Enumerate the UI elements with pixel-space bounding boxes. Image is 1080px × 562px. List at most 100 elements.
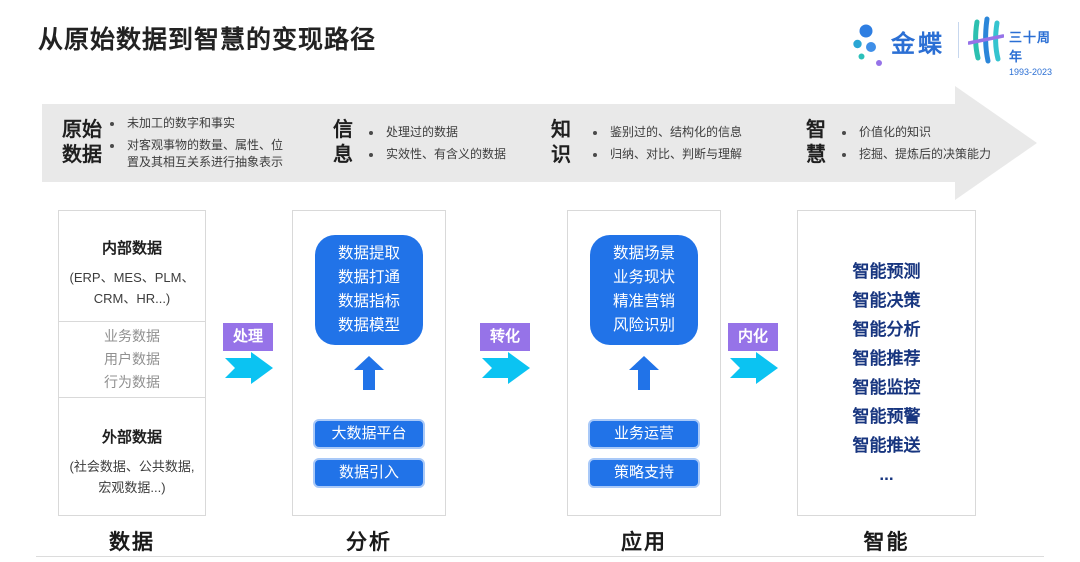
bullet-text: 对客观事物的数量、属性、位置及其相互关系进行抽象表示: [127, 138, 284, 169]
data-import-pill: 数据引入: [313, 458, 425, 488]
analysis-card-line: 数据打通: [337, 269, 400, 286]
external-data-sub: (社会数据、公共数据, 宏观数据...): [69, 459, 195, 495]
arrow-right-icon: [225, 352, 273, 384]
anniversary-text: 三十周年 1993-2023: [1009, 27, 1063, 77]
bullet-item: 处理过的数据: [369, 124, 551, 141]
stage-bullets: 鉴别过的、结构化的信息 归纳、对比、判断与理解: [593, 124, 789, 163]
transform-badge: 转化: [480, 323, 530, 351]
arrow-up-icon: [354, 356, 384, 390]
thirtieth-anniversary-icon: [968, 16, 1004, 64]
intelligence-item: 智能决策: [852, 291, 921, 310]
bullet-dot-icon: [593, 152, 597, 157]
column-label-data: 数据: [109, 531, 155, 554]
intelligence-item: 智能监控: [852, 378, 921, 397]
analysis-card-line: 数据提取: [337, 245, 400, 262]
bullet-item: 对客观事物的数量、属性、位置及其相互关系进行抽象表示: [110, 137, 290, 171]
application-card-line: 风险识别: [612, 317, 675, 334]
bullet-item: 挖掘、提炼后的决策能力: [842, 146, 1018, 163]
bullet-dot-icon: [842, 152, 846, 157]
stage-heading: 智 慧: [806, 118, 826, 168]
arrow-up-icon: [629, 356, 659, 390]
stage-bullets: 未加工的数字和事实 对客观事物的数量、属性、位置及其相互关系进行抽象表示: [110, 115, 290, 171]
logo-divider: [958, 22, 959, 58]
stage-bullets: 价值化的知识 挖掘、提炼后的决策能力: [842, 124, 1018, 163]
bullet-item: 价值化的知识: [842, 124, 1018, 141]
internal-data-sub: (ERP、MES、PLM、CRM、HR...): [69, 270, 195, 306]
application-card-line: 数据场景: [612, 245, 675, 262]
middle-data-item: 业务数据: [104, 328, 160, 344]
arrow-right-icon: [482, 352, 530, 384]
external-data-title: 外部数据: [101, 429, 162, 446]
stage-heading-line: 原始: [62, 119, 102, 141]
column-label-intelligence: 智能: [863, 531, 910, 554]
application-card: 数据场景 业务现状 精准营销 风险识别: [590, 235, 698, 345]
stage-wisdom: 智 慧 价值化的知识 挖掘、提炼后的决策能力: [806, 108, 1018, 178]
stage-bullets: 处理过的数据 实效性、有含义的数据: [369, 124, 551, 163]
bullet-text: 鉴别过的、结构化的信息: [610, 124, 743, 139]
stage-heading-line: 数据: [62, 144, 102, 166]
middle-data-item: 用户数据: [104, 351, 160, 367]
bullet-dot-icon: [842, 130, 846, 135]
stage-heading-line: 识: [551, 144, 571, 166]
stage-information: 信 息 处理过的数据 实效性、有含义的数据: [333, 108, 551, 178]
stage-heading-line: 智: [806, 119, 826, 141]
kingdee-logo: 金蝶 三十周年 1993-2023: [853, 14, 1063, 77]
application-card-line: 精准营销: [612, 293, 675, 310]
application-box: 数据场景 业务现状 精准营销 风险识别 业务运营 策略支持: [567, 210, 721, 516]
middle-data-item: 行为数据: [104, 374, 160, 390]
stage-heading: 原始 数据: [62, 118, 102, 168]
big-data-platform-pill: 大数据平台: [313, 419, 425, 449]
bullet-text: 未加工的数字和事实: [127, 116, 236, 130]
bullet-text: 实效性、有含义的数据: [386, 146, 507, 161]
stage-heading-line: 息: [333, 144, 353, 166]
bullet-dot-icon: [110, 122, 114, 126]
data-sources-box: 内部数据 (ERP、MES、PLM、CRM、HR...) 业务数据 用户数据 行…: [58, 210, 206, 516]
stage-heading-line: 慧: [806, 144, 826, 166]
stage-raw-data: 原始 数据 未加工的数字和事实 对客观事物的数量、属性、位置及其相互关系进行抽象…: [62, 108, 290, 178]
analysis-box: 数据提取 数据打通 数据指标 数据模型 大数据平台 数据引入: [292, 210, 446, 516]
bullet-text: 挖掘、提炼后的决策能力: [859, 146, 992, 161]
stage-knowledge: 知 识 鉴别过的、结构化的信息 归纳、对比、判断与理解: [551, 108, 789, 178]
bullet-text: 归纳、对比、判断与理解: [610, 146, 743, 161]
stage-heading-line: 知: [551, 119, 571, 141]
bullet-dot-icon: [110, 144, 114, 148]
external-data-section: 外部数据 (社会数据、公共数据, 宏观数据...): [59, 398, 205, 513]
process-badge: 处理: [223, 323, 273, 351]
stage-heading: 知 识: [551, 118, 571, 168]
bullet-dot-icon: [593, 130, 597, 135]
banner-arrow-head: [955, 86, 1037, 200]
internalize-badge: 内化: [728, 323, 778, 351]
business-operation-pill: 业务运营: [588, 419, 700, 449]
bullet-item: 鉴别过的、结构化的信息: [593, 124, 789, 141]
arrow-right-icon: [730, 352, 778, 384]
middle-data-section: 业务数据 用户数据 行为数据: [59, 322, 205, 398]
page-title: 从原始数据到智慧的变现路径: [38, 26, 377, 54]
internal-data-title: 内部数据: [101, 240, 162, 257]
stage-heading-line: 信: [333, 119, 353, 141]
analysis-card-line: 数据模型: [337, 317, 400, 334]
strategy-support-pill: 策略支持: [588, 458, 700, 488]
brand-name: 金蝶: [891, 31, 945, 58]
stage-heading: 信 息: [333, 118, 353, 168]
bullet-text: 处理过的数据: [386, 124, 459, 139]
analysis-card: 数据提取 数据打通 数据指标 数据模型: [315, 235, 423, 345]
intelligence-item: 智能分析: [852, 320, 921, 339]
bullet-dot-icon: [369, 130, 373, 135]
analysis-card-line: 数据指标: [337, 293, 400, 310]
bullet-item: 实效性、有含义的数据: [369, 146, 551, 163]
intelligence-item: 智能预测: [852, 262, 921, 281]
anniversary-years: 1993-2023: [1009, 67, 1053, 77]
internal-data-section: 内部数据 (ERP、MES、PLM、CRM、HR...): [59, 211, 205, 322]
anniversary-label: 三十周年: [1009, 30, 1052, 64]
intelligence-item: 智能推送: [852, 436, 921, 455]
banner-arrow-body: [42, 104, 955, 182]
bullet-item: 未加工的数字和事实: [110, 115, 290, 132]
column-label-analysis: 分析: [346, 531, 392, 554]
bullet-text: 价值化的知识: [859, 124, 932, 139]
intelligence-item-ellipsis: ...: [879, 465, 894, 484]
kingdee-dots-icon: [853, 24, 882, 66]
intelligence-box: 智能预测 智能决策 智能分析 智能推荐 智能监控 智能预警 智能推送 ...: [797, 210, 976, 516]
intelligence-item: 智能预警: [852, 407, 921, 426]
column-label-application: 应用: [621, 531, 667, 554]
